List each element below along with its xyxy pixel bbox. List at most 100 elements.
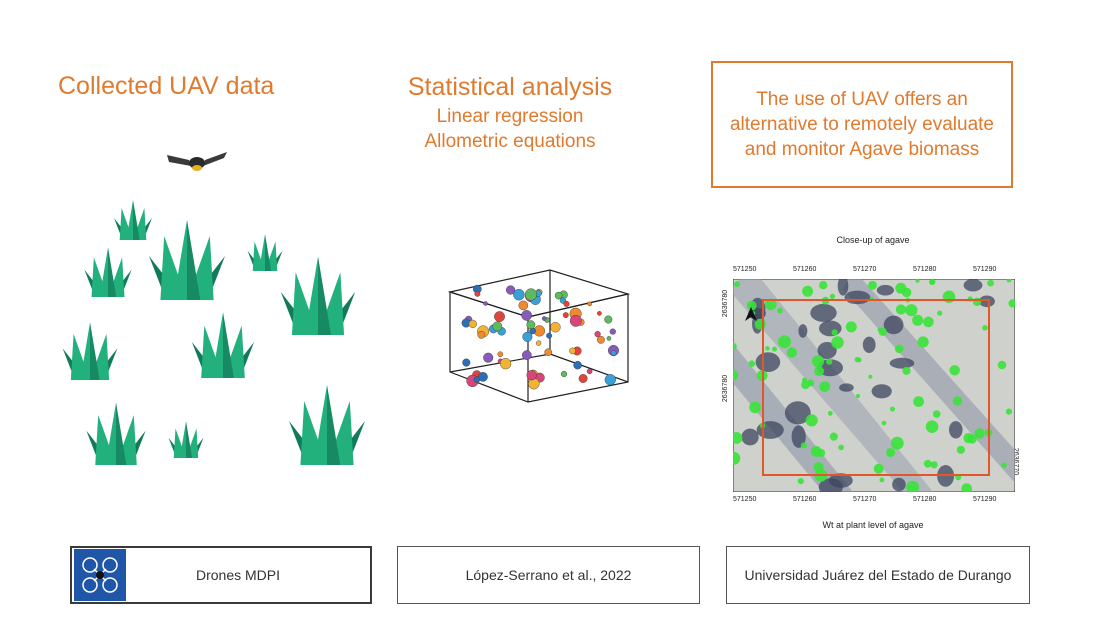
- scatter-point: [526, 320, 536, 330]
- agave-detection: [829, 293, 835, 299]
- agave-icon: [149, 220, 225, 300]
- agave-detection: [902, 366, 911, 375]
- agave-detection: [829, 432, 838, 441]
- agave-icon: [114, 200, 152, 240]
- conclusion-box: The use of UAV offers an alternative to …: [711, 61, 1013, 188]
- agave-detection: [923, 459, 932, 468]
- agave-detection: [974, 428, 985, 439]
- agave-detection: [879, 477, 885, 483]
- x-tick: 571290: [973, 496, 997, 503]
- scatter-point: [563, 300, 570, 307]
- agave-detection: [854, 356, 860, 363]
- agave-detection: [733, 451, 741, 465]
- agave-map-image: [733, 279, 1015, 492]
- y-tick: 2636780: [722, 289, 730, 318]
- agave-detection: [826, 358, 833, 365]
- scatter-point: [505, 285, 516, 295]
- scatter-point: [604, 315, 613, 324]
- agave-detection: [1008, 299, 1015, 308]
- scatter-point: [550, 321, 561, 333]
- agave-detection: [765, 298, 777, 311]
- shrub-patch: [978, 295, 995, 308]
- shrub-patch: [798, 324, 808, 338]
- agave-detection: [811, 355, 825, 368]
- agave-icon: [191, 312, 255, 378]
- agave-icon: [86, 402, 146, 465]
- agave-detection: [734, 281, 740, 287]
- conclusion-text: The use of UAV offers an alternative to …: [729, 89, 995, 160]
- uav-data-title: Collected UAV data: [58, 72, 275, 100]
- agave-detection: [1006, 279, 1012, 283]
- scatter-point: [477, 330, 486, 339]
- agave-detection: [827, 410, 833, 416]
- agave-detection: [929, 279, 935, 285]
- agave-detection: [949, 365, 960, 376]
- agave-detection: [915, 279, 920, 283]
- agave-detection: [905, 304, 918, 317]
- scatter-point: [492, 321, 503, 332]
- scatter-point: [524, 288, 538, 301]
- agave-detection: [982, 325, 988, 331]
- shrub-patch: [784, 401, 811, 425]
- scatter-point: [518, 300, 529, 311]
- agave-detection: [963, 433, 974, 444]
- scatter-point: [554, 291, 563, 300]
- y-tick: 2636780: [722, 374, 730, 403]
- shrub-patch: [819, 320, 842, 337]
- shrub-patch: [837, 279, 849, 296]
- shrub-patch: [810, 303, 837, 322]
- agave-detection: [778, 335, 791, 349]
- agave-detection: [810, 446, 822, 457]
- scatter-point: [468, 319, 477, 329]
- agave-detection: [925, 420, 939, 433]
- agave-detection: [937, 310, 943, 316]
- agave-detection: [890, 436, 904, 450]
- scatter-point: [597, 311, 602, 316]
- agave-detection: [912, 314, 924, 326]
- scatter-point: [546, 332, 553, 339]
- scatter-point: [596, 335, 605, 344]
- agave-detection: [972, 297, 982, 306]
- agave-detection: [997, 360, 1007, 370]
- analysis-methods: Linear regression Allometric equations: [370, 104, 650, 154]
- scatter-point: [609, 328, 616, 335]
- scatter-point: [587, 301, 592, 307]
- scatter-point: [610, 350, 617, 356]
- scatter-point: [499, 358, 512, 370]
- agave-detection: [917, 336, 929, 348]
- scatter-point: [604, 374, 616, 386]
- shrub-patch: [791, 425, 806, 448]
- agave-detection: [868, 374, 873, 379]
- x-tick: 571250: [733, 496, 757, 503]
- x-tick: 571280: [913, 266, 937, 273]
- scatter-point: [483, 352, 494, 363]
- agave-detection: [956, 445, 965, 454]
- agave-detection: [930, 461, 938, 469]
- scatter-point: [560, 370, 568, 378]
- credit-right-text: Universidad Juárez del Estado de Durango: [744, 567, 1012, 583]
- shrub-patch: [963, 279, 983, 292]
- agave-detection: [733, 369, 739, 381]
- scatter-points: [461, 284, 619, 390]
- x-tick: 571260: [793, 266, 817, 273]
- agave-detection: [923, 316, 934, 328]
- scatter-point: [562, 312, 569, 318]
- statistical-analysis-title: Statistical analysis: [407, 73, 613, 101]
- agave-detection: [838, 444, 844, 451]
- agave-detection: [831, 336, 844, 349]
- agave-detection: [746, 300, 757, 311]
- scatter-cube: [447, 269, 631, 403]
- agave-detection: [845, 321, 857, 333]
- agave-detection: [765, 346, 770, 351]
- agave-detection: [819, 381, 831, 392]
- scatter-point: [586, 368, 593, 375]
- scatter-point: [522, 331, 533, 342]
- agave-detection: [873, 463, 884, 474]
- agave-detection: [895, 282, 907, 294]
- credit-left-text: Drones MDPI: [196, 567, 281, 583]
- agave-icon: [84, 247, 132, 297]
- agave-field-illustration: [62, 152, 365, 465]
- shrub-patch: [844, 290, 871, 305]
- map-x-ticks-bottom: 571250 571260 571270 571280 571290: [733, 496, 1015, 508]
- scatter-point: [541, 316, 547, 321]
